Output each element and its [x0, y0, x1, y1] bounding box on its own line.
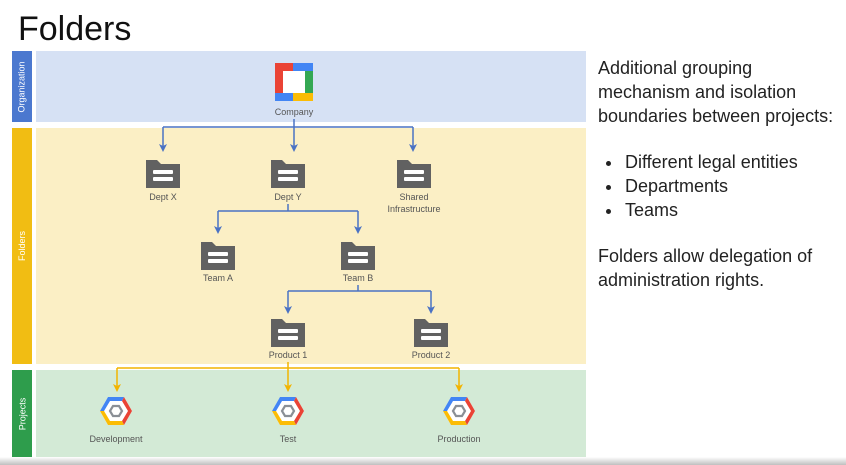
team-a-folder-icon — [201, 242, 235, 270]
product-1-label: Product 1 — [269, 350, 308, 360]
company-logo-icon — [275, 63, 313, 101]
dept-y-label: Dept Y — [274, 192, 301, 202]
organization-side-label: Organization — [12, 51, 32, 122]
production-label: Production — [437, 434, 480, 444]
bullet-item: Different legal entities — [623, 150, 838, 174]
team-b-label: Team B — [343, 273, 374, 283]
development-label: Development — [89, 434, 143, 444]
bullet-item: Teams — [623, 198, 838, 222]
shared-infrastructure-folder-icon — [397, 160, 431, 188]
dept-y-folder-icon — [271, 160, 305, 188]
description-bullet-list: Different legal entities Departments Tea… — [598, 150, 838, 222]
description-panel: Additional grouping mechanism and isolat… — [598, 56, 838, 292]
bottom-shadow — [0, 457, 846, 465]
team-a-label: Team A — [203, 273, 233, 283]
projects-side-label: Projects — [12, 370, 32, 457]
folders-side-label: Folders — [12, 128, 32, 364]
product-2-folder-icon — [414, 319, 448, 347]
dept-x-label: Dept X — [149, 192, 177, 202]
product-1-connectors — [113, 362, 463, 392]
company-label: Company — [275, 107, 314, 117]
test-label: Test — [280, 434, 297, 444]
dept-y-connectors — [214, 204, 362, 234]
description-intro: Additional grouping mechanism and isolat… — [598, 58, 834, 126]
shared-infrastructure-label-line1: Shared — [399, 192, 428, 202]
slide-title: Folders — [18, 10, 132, 48]
production-project-icon — [443, 397, 475, 425]
test-project-icon — [272, 397, 304, 425]
bullet-item: Departments — [623, 174, 838, 198]
product-2-label: Product 2 — [412, 350, 451, 360]
shared-infrastructure-label-line2: Infrastructure — [387, 204, 440, 214]
dept-x-folder-icon — [146, 160, 180, 188]
product-1-folder-icon — [271, 319, 305, 347]
description-footer: Folders allow delegation of administrati… — [598, 246, 813, 290]
folders-band — [36, 128, 586, 364]
team-b-connectors — [284, 285, 435, 314]
development-project-icon — [100, 397, 132, 425]
team-b-folder-icon — [341, 242, 375, 270]
company-connectors — [159, 119, 417, 152]
